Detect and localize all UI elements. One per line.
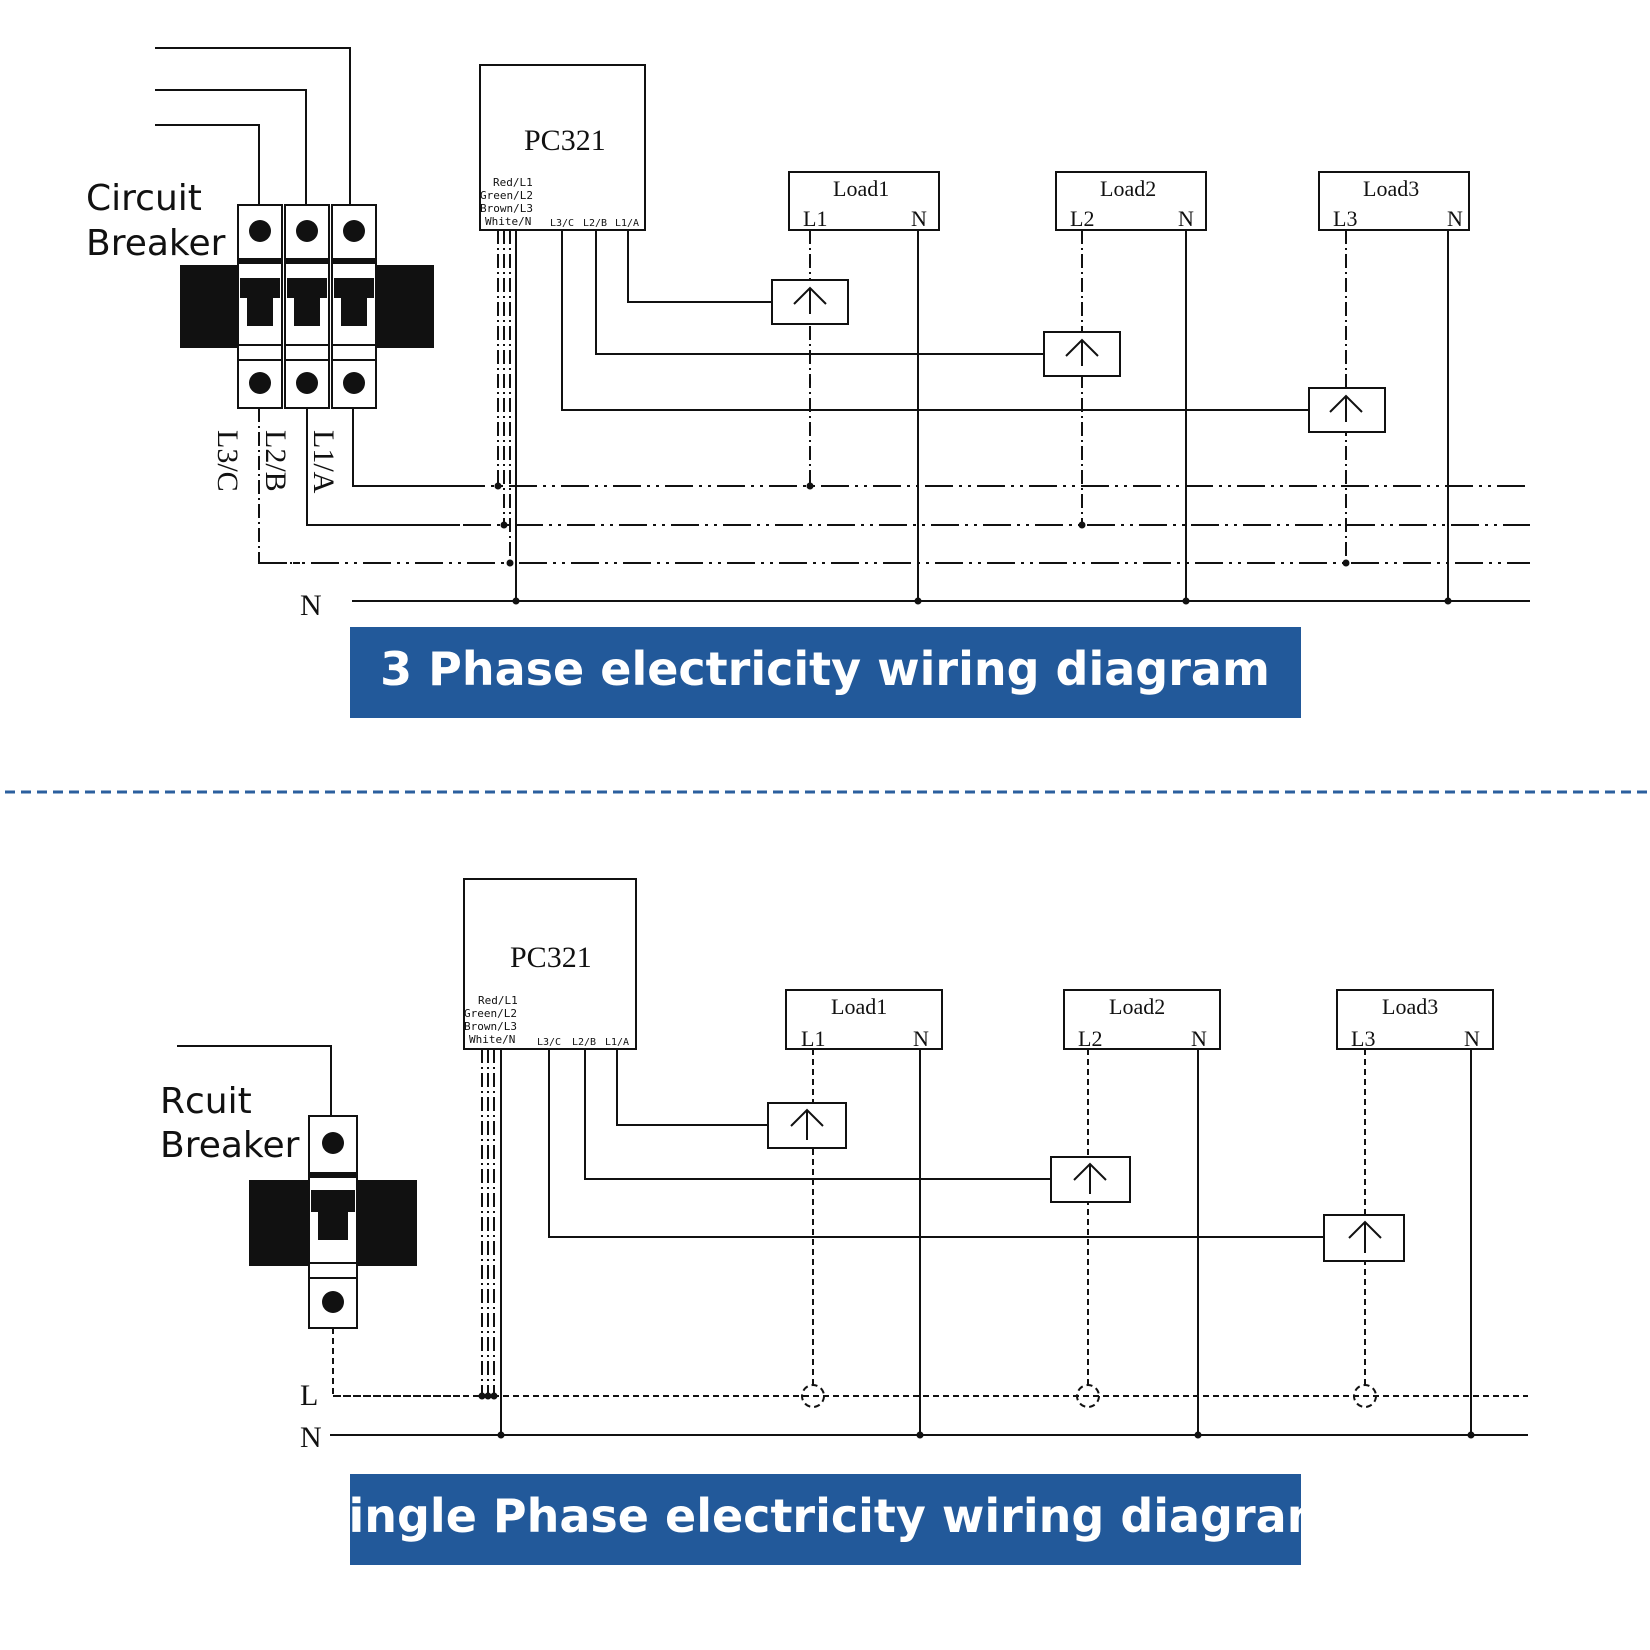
- line-label: L: [300, 1379, 318, 1412]
- load-3-line: L3: [1333, 206, 1357, 231]
- ct-terminal-l2b: L2/B: [572, 1037, 596, 1048]
- three-phase-diagram: Circuit Breaker: [86, 47, 1530, 718]
- load-wires: [806, 230, 1452, 605]
- breaker-label-line2: Breaker: [160, 1125, 300, 1166]
- meter-wire-brown: Brown/L3: [464, 1020, 517, 1033]
- load-1[interactable]: Load1 L1 N: [785, 989, 943, 1051]
- load-1-name: Load1: [831, 994, 887, 1019]
- ct-clamp-1[interactable]: [771, 279, 849, 325]
- meter-wire-red: Red/L1: [478, 994, 518, 1007]
- ct-terminal-l1a: L1/A: [615, 218, 639, 229]
- ct-wires: [561, 230, 1309, 411]
- breaker-label-line1: Circuit: [86, 178, 202, 219]
- ct-clamp-2[interactable]: [1050, 1156, 1131, 1203]
- load-3-line: L3: [1351, 1026, 1375, 1051]
- single-phase-banner: Single Phase electricity wiring diagram: [315, 1474, 1335, 1565]
- single-phase-diagram: Rcuit Breaker L N PC321 Red/L1 Green/L2: [160, 878, 1528, 1565]
- single-phase-banner-text: Single Phase electricity wiring diagram: [315, 1489, 1334, 1543]
- load-2-line: L2: [1078, 1026, 1102, 1051]
- phase-label-l2b: L2/B: [259, 430, 292, 492]
- ct-wires: [548, 1049, 1324, 1238]
- load-1-line: L1: [803, 206, 827, 231]
- three-pole-circuit-breaker[interactable]: [180, 204, 434, 409]
- ct-clamp-1[interactable]: [767, 1102, 847, 1149]
- load-2-neutral: N: [1191, 1026, 1207, 1051]
- load-1-neutral: N: [913, 1026, 929, 1051]
- meter-name: PC321: [524, 124, 606, 157]
- load-2-name: Load2: [1100, 176, 1156, 201]
- breaker-label-line1: Rcuit: [160, 1081, 252, 1122]
- load-3-name: Load3: [1363, 176, 1419, 201]
- load-3[interactable]: Load3 L3 N: [1336, 989, 1494, 1051]
- load-1-line: L1: [801, 1026, 825, 1051]
- ct-clamp-2[interactable]: [1043, 331, 1121, 377]
- meter-wire-white: White/N: [469, 1033, 515, 1046]
- pc321-meter[interactable]: PC321 Red/L1 Green/L2 Brown/L3 White/N L…: [479, 64, 646, 231]
- load-1-name: Load1: [833, 176, 889, 201]
- meter-wire-green: Green/L2: [480, 189, 533, 202]
- ct-terminal-l1a: L1/A: [605, 1037, 629, 1048]
- breaker-output-line: [332, 1328, 460, 1397]
- meter-wire-brown: Brown/L3: [480, 202, 533, 215]
- single-pole-circuit-breaker[interactable]: [249, 1115, 417, 1329]
- meter-power-wires: [494, 230, 520, 605]
- phase-label-l1a: L1/A: [307, 430, 340, 494]
- incoming-feed-lines: [155, 47, 351, 205]
- ct-clamp-3[interactable]: [1308, 387, 1386, 433]
- ct-terminal-l2b: L2/B: [583, 218, 607, 229]
- load-3-neutral: N: [1447, 206, 1463, 231]
- load-2[interactable]: Load2 L2 N: [1055, 171, 1207, 231]
- load-2-neutral: N: [1178, 206, 1194, 231]
- meter-name: PC321: [510, 941, 592, 974]
- breaker-label-line2: Breaker: [86, 223, 226, 264]
- ct-clamp-3[interactable]: [1323, 1214, 1405, 1262]
- neutral-label: N: [300, 589, 322, 622]
- ct-terminal-l3c: L3/C: [537, 1037, 561, 1048]
- incoming-feed-line: [177, 1045, 332, 1116]
- phase-bus-lines: [259, 485, 1530, 602]
- phase-label-l3c: L3/C: [211, 430, 244, 492]
- load-3[interactable]: Load3 L3 N: [1318, 171, 1470, 231]
- load-3-name: Load3: [1382, 994, 1438, 1019]
- load-1[interactable]: Load1 L1 N: [788, 171, 940, 231]
- meter-wire-green: Green/L2: [464, 1007, 517, 1020]
- three-phase-banner-text: 3 Phase electricity wiring diagram: [380, 642, 1270, 696]
- three-phase-banner: 3 Phase electricity wiring diagram: [350, 627, 1301, 718]
- meter-wire-white: White/N: [485, 215, 531, 228]
- load-2-name: Load2: [1109, 994, 1165, 1019]
- pc321-meter[interactable]: PC321 Red/L1 Green/L2 Brown/L3 White/N L…: [463, 878, 637, 1050]
- load-2[interactable]: Load2 L2 N: [1063, 989, 1221, 1051]
- meter-power-wires: [478, 1049, 505, 1439]
- meter-wire-red: Red/L1: [493, 176, 533, 189]
- load-1-neutral: N: [911, 206, 927, 231]
- load-2-line: L2: [1070, 206, 1094, 231]
- load-3-neutral: N: [1464, 1026, 1480, 1051]
- ct-terminal-l3c: L3/C: [550, 218, 574, 229]
- neutral-label: N: [300, 1421, 322, 1454]
